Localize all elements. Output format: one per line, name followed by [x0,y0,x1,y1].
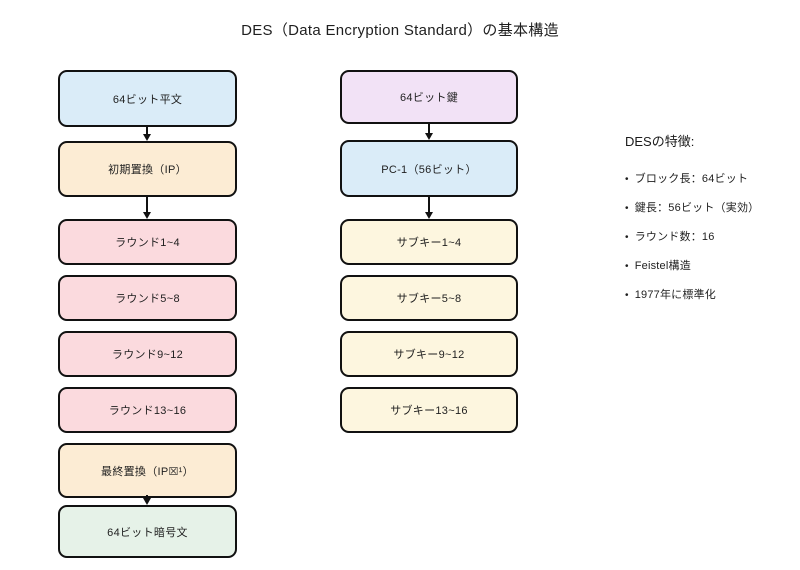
arrow-ip-to-rounds [146,197,148,213]
list-item: • 1977年に標準化 [625,286,795,302]
node-rounds-9-12: ラウンド9~12 [58,331,237,377]
node-subkeys-13-16: サブキー13~16 [340,387,518,433]
arrow-pc1-to-subkeys [428,197,430,213]
bullet-icon: • [625,174,629,185]
bullet-icon: • [625,261,629,272]
bullet-icon: • [625,203,629,214]
arrow-fp-to-ciphertext [146,495,148,499]
node-initial-permutation: 初期置換（IP） [58,141,237,197]
diagram-title: DES（Data Encryption Standard）の基本構造 [241,22,559,39]
list-item: • ラウンド数：16 [625,228,795,244]
node-subkeys-5-8: サブキー5~8 [340,275,518,321]
arrow-key-to-pc1 [428,124,430,134]
features-panel: DESの特徴: • ブロック長：64ビット • 鍵長：56ビット（実効） • ラウンド… [625,131,795,315]
node-pc1: PC-1（56ビット） [340,140,518,197]
arrow-plaintext-to-ip [146,127,148,135]
feature-text: 鍵長：56ビット（実効） [634,202,760,214]
bullet-icon: • [625,232,629,243]
feature-text: 1977年に標準化 [634,289,716,301]
list-item: • 鍵長：56ビット（実効） [625,199,795,215]
node-rounds-5-8: ラウンド5~8 [58,275,237,321]
feature-text: ブロック長：64ビット [634,173,749,185]
node-rounds-13-16: ラウンド13~16 [58,387,237,433]
features-heading: DESの特徴: [625,134,695,149]
node-subkeys-9-12: サブキー9~12 [340,331,518,377]
list-item: • Feistel構造 [625,257,795,273]
feature-text: Feistel構造 [634,260,691,272]
node-rounds-1-4: ラウンド1~4 [58,219,237,265]
features-list: • ブロック長：64ビット • 鍵長：56ビット（実効） • ラウンド数：16 • Fe… [625,170,795,302]
node-ciphertext: 64ビット暗号文 [58,505,237,558]
node-final-permutation: 最終置換（IP☒¹） [58,443,237,498]
node-subkeys-1-4: サブキー1~4 [340,219,518,265]
list-item: • ブロック長：64ビット [625,170,795,186]
feature-text: ラウンド数：16 [634,231,715,243]
bullet-icon: • [625,290,629,301]
node-key: 64ビット鍵 [340,70,518,124]
node-plaintext: 64ビット平文 [58,70,237,127]
